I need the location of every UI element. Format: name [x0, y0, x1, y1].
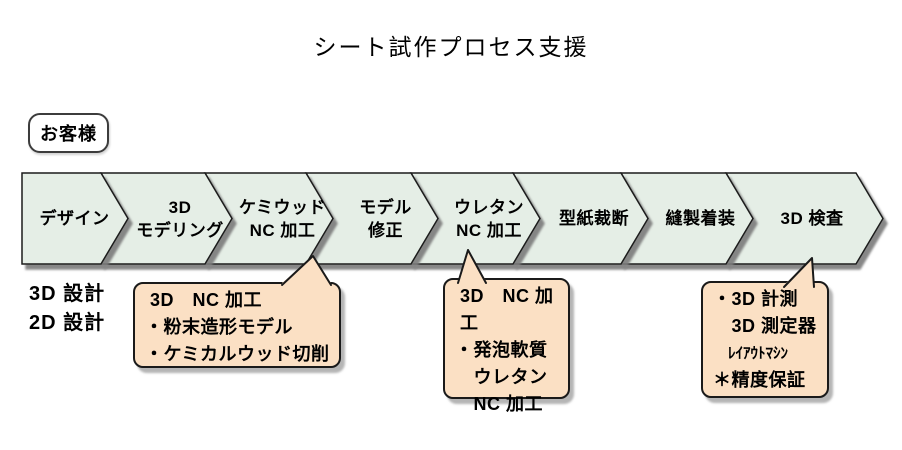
callout-line: ウレタン	[455, 367, 548, 387]
callout-line: ・発泡軟質	[455, 340, 548, 360]
customer-box: お客様	[28, 113, 109, 153]
callout-line: 3D NC 加工	[150, 290, 263, 310]
callout-line: ・ケミカルウッド切削	[145, 344, 330, 364]
design-side-note: 3D 設計 2D 設計	[29, 280, 105, 338]
page-title: シート試作プロセス支援	[313, 34, 589, 60]
callout-tail-1	[281, 255, 332, 288]
callout-tail-2	[457, 249, 487, 285]
callout-chemiwood-nc-machining: 3D NC 加工 ・粉末造形モデル ・ケミカルウッド切削	[133, 282, 341, 368]
side-note-line-2d: 2D 設計	[29, 312, 106, 334]
chevron-shape-1	[21, 172, 129, 265]
callout-line: ﾚｲｱｳﾄﾏｼﾝ	[713, 345, 789, 362]
callout-3d-inspection: ・3D 計測 3D 測定器 ﾚｲｱｳﾄﾏｼﾝ ＊精度保証	[701, 281, 829, 398]
callout-line: ・粉末造形モデル	[145, 317, 293, 337]
callout-line: 3D 測定器	[713, 316, 817, 336]
callout-line: NC 加工	[455, 394, 543, 414]
customer-label: お客様	[40, 124, 97, 144]
callout-line: ＊精度保証	[713, 370, 806, 390]
callout-urethane-nc-machining: 3D NC 加工 ・発泡軟質 ウレタン NC 加工	[443, 278, 570, 414]
callout-line: ・3D 計測	[713, 289, 799, 309]
callout-tail-3	[783, 257, 815, 289]
side-note-line-3d: 3D 設計	[29, 283, 106, 305]
callout-line: 3D NC 加工	[460, 286, 554, 333]
process-flow-band	[21, 172, 884, 265]
